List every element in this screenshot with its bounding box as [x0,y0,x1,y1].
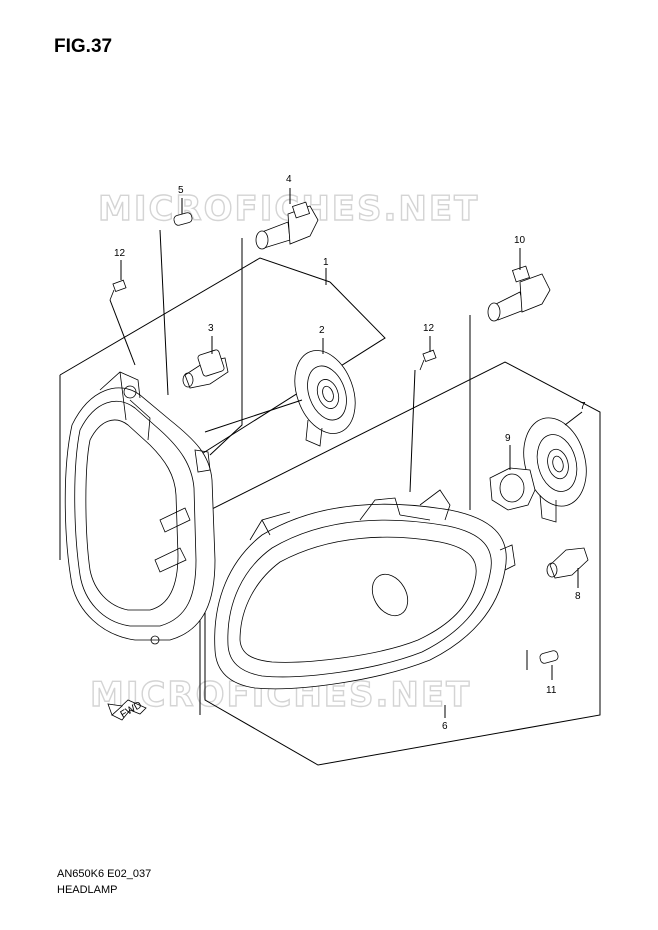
callout-8: 8 [575,591,581,602]
position-bulb-right [539,650,559,664]
callout-3: 3 [208,323,214,334]
right-headlamp-unit [214,489,516,690]
position-lamp-socket [182,349,229,389]
callout-4: 4 [286,174,292,185]
callout-1: 1 [323,257,329,268]
callout-5: 5 [178,185,184,196]
position-bulb-left [173,212,193,226]
model-code: AN650K6 E02_037 [57,868,152,880]
headlamp-bulb-upper [255,201,319,250]
leader-lines [109,188,583,718]
callout-11: 11 [546,685,557,696]
forward-arrow-icon [107,699,147,721]
screw-left [109,279,127,301]
screw-right [419,349,437,371]
position-lamp-socket-right [546,547,589,579]
bulb-holder [489,467,536,511]
callout-12-right: 12 [423,323,435,334]
callout-9: 9 [505,433,511,444]
callout-12-left: 12 [114,248,126,259]
left-headlamp-unit [64,371,216,645]
assembly-outline-left-top [59,257,331,376]
callout-7: 7 [580,401,586,412]
figure-title: FIG.37 [54,36,113,57]
section-name: HEADLAMP [57,884,118,896]
callout-2: 2 [319,325,325,336]
assembly-outline-right [199,361,601,766]
callout-6: 6 [442,721,448,732]
headlamp-bulb-right [487,265,551,322]
lamp-dust-cover [294,350,356,447]
callout-10: 10 [514,235,526,246]
